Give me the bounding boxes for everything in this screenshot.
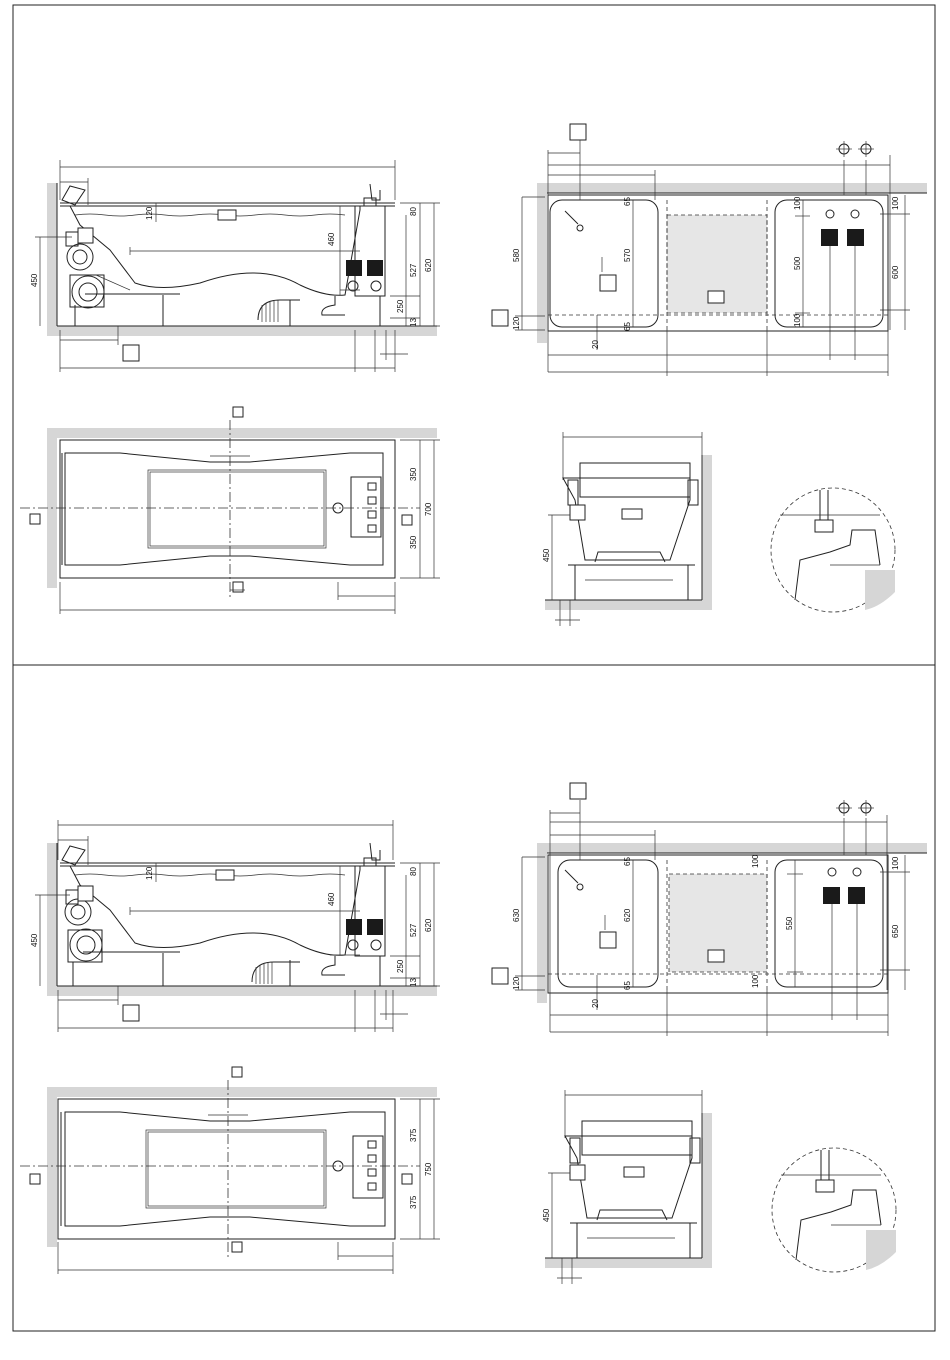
- dim-120: 120: [512, 976, 521, 990]
- section-2: 120 460 80 527 620 450 250 13: [20, 783, 927, 1284]
- dim-500: 500: [793, 256, 802, 270]
- dim-450: 450: [30, 273, 39, 287]
- dim-570: 570: [623, 248, 632, 262]
- dim-650: 650: [891, 924, 900, 938]
- dim-100-bottom: 100: [793, 313, 802, 327]
- dim-120: 120: [145, 206, 154, 220]
- dim-65-top: 65: [623, 197, 632, 206]
- dim-450: 450: [542, 548, 551, 562]
- dim-375-bottom: 375: [409, 1195, 418, 1209]
- dim-100-right: 100: [891, 856, 900, 870]
- front-elevation-view: 450: [542, 432, 712, 626]
- dim-250: 250: [396, 959, 405, 973]
- dim-100-top: 100: [793, 196, 802, 210]
- front-elevation-view: 450: [542, 1090, 712, 1284]
- dim-450: 450: [30, 933, 39, 947]
- dim-375-top: 375: [409, 1128, 418, 1142]
- dim-600: 600: [891, 265, 900, 279]
- side-elevation-view: 120 460 80 527 620 450 250 13: [30, 820, 440, 1032]
- detail-circle: [772, 1148, 896, 1272]
- section-1: 120 460 80 527 620 450 250 13: [20, 124, 927, 626]
- dim-550: 550: [785, 916, 794, 930]
- dim-750: 750: [424, 1162, 433, 1176]
- dim-580: 580: [512, 248, 521, 262]
- dim-13: 13: [409, 318, 418, 327]
- dim-620: 620: [424, 918, 433, 932]
- dim-250: 250: [396, 299, 405, 313]
- dim-450: 450: [542, 1208, 551, 1222]
- dim-20: 20: [591, 999, 600, 1008]
- side-elevation-view: 120 460 80 527 620 450 250 13: [30, 160, 440, 372]
- wall-installation-view: 580 120 65 570 65 20 100 500 100 100 600: [492, 124, 927, 376]
- dim-100-bottom: 100: [751, 974, 760, 988]
- dim-620: 620: [623, 908, 632, 922]
- dim-100-right: 100: [891, 196, 900, 210]
- top-plan-view: 350 350 700: [20, 407, 440, 614]
- dim-20: 20: [591, 340, 600, 349]
- dim-65-top: 65: [623, 857, 632, 866]
- dim-350-top: 350: [409, 467, 418, 481]
- dim-630: 630: [512, 908, 521, 922]
- wall-installation-view: 630 120 65 620 65 20 100 550 100 100 650: [492, 783, 927, 1036]
- dim-100-top: 100: [751, 854, 760, 868]
- dim-460: 460: [327, 892, 336, 906]
- dim-620: 620: [424, 258, 433, 272]
- dim-80: 80: [409, 207, 418, 216]
- dim-460: 460: [327, 232, 336, 246]
- dim-65-bottom: 65: [623, 322, 632, 331]
- detail-circle: [771, 488, 895, 612]
- dim-80: 80: [409, 867, 418, 876]
- dim-120: 120: [512, 316, 521, 330]
- dim-527: 527: [409, 263, 418, 277]
- dim-700: 700: [424, 502, 433, 516]
- dim-13: 13: [409, 978, 418, 987]
- dim-527: 527: [409, 923, 418, 937]
- dim-120: 120: [145, 866, 154, 880]
- dim-65-bottom: 65: [623, 981, 632, 990]
- top-plan-view: 375 375 750: [20, 1067, 440, 1274]
- dim-350-bottom: 350: [409, 535, 418, 549]
